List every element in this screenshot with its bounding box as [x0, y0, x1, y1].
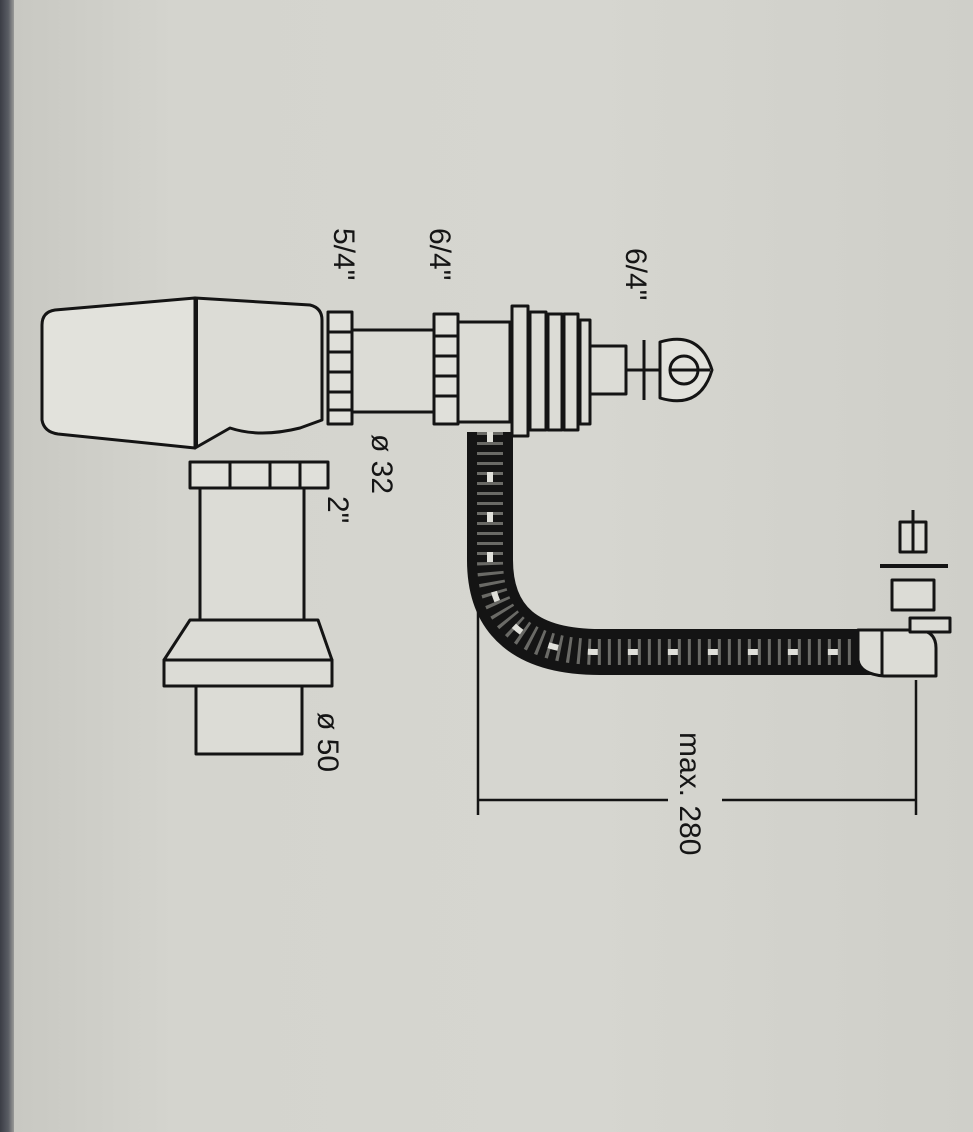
label-thread-2in: 2" — [321, 496, 354, 523]
label-outlet-thread-bottom: 5/4" — [327, 228, 360, 280]
nut-5-4 — [326, 310, 354, 426]
dimension-line — [476, 600, 918, 815]
nut-6-4 — [432, 312, 460, 426]
annotation-labels: 6/4" 6/4" 5/4" ø 32 2" ø 50 max. 280 — [311, 228, 706, 855]
label-valve-thread: 6/4" — [619, 248, 652, 300]
valve-housing — [456, 320, 512, 424]
valve-body — [40, 296, 324, 450]
pipe-32 — [350, 328, 436, 414]
label-hose-length: max. 280 — [673, 732, 706, 855]
flexible-hose — [467, 432, 880, 675]
hose-elbow — [856, 616, 952, 678]
drain-outlet — [162, 460, 334, 756]
flange-plates — [510, 304, 592, 438]
valve-handle — [588, 337, 714, 403]
label-pipe-diameter-large: ø 50 — [311, 712, 344, 772]
stopper-fitting — [880, 510, 948, 612]
label-pipe-diameter-small: ø 32 — [365, 434, 398, 494]
page-edge-shadow — [0, 0, 14, 1132]
label-outlet-thread-top: 6/4" — [423, 228, 456, 280]
